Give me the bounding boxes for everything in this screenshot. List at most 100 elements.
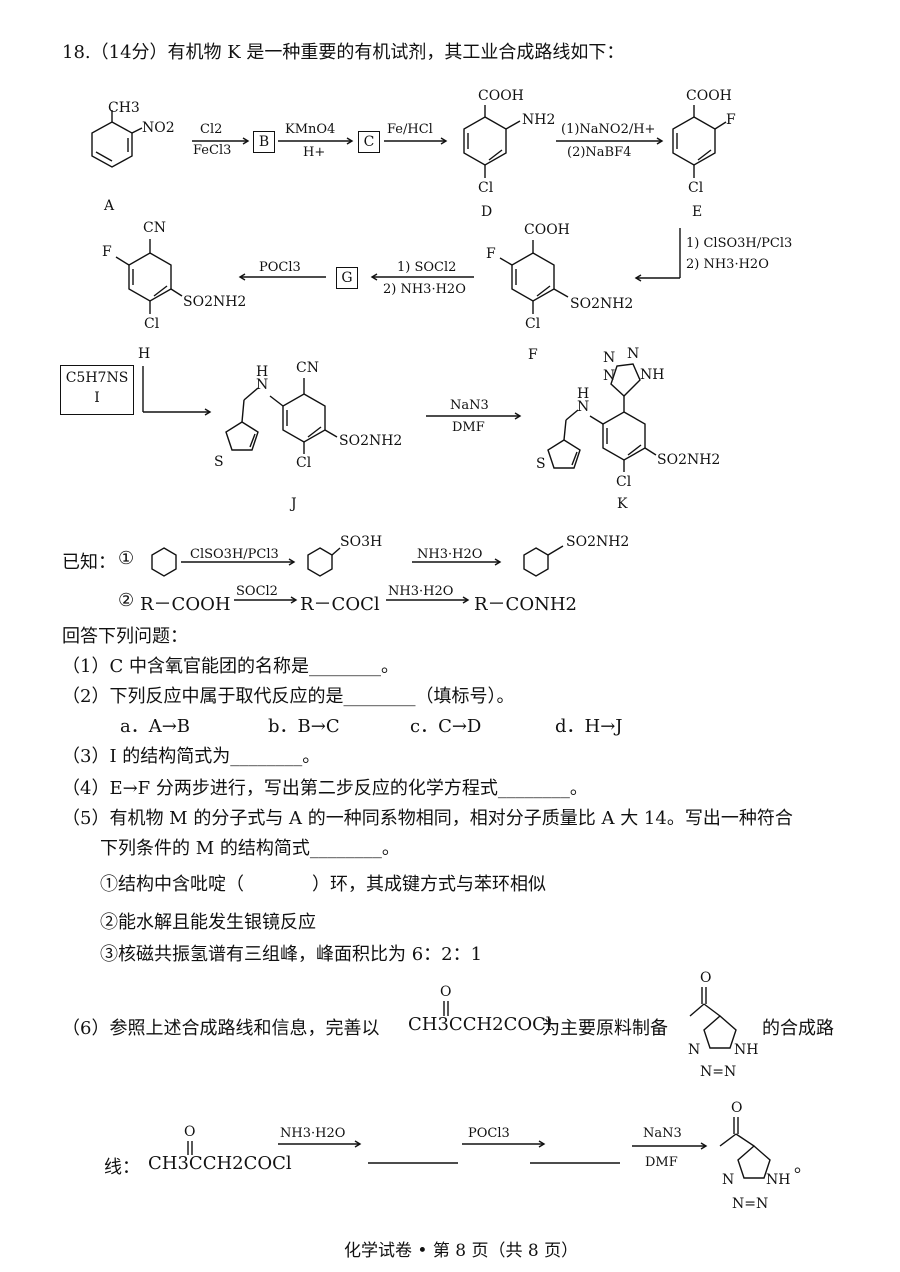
- r7-top: POCl3: [259, 260, 301, 275]
- E-f: F: [726, 112, 736, 128]
- D-cl: Cl: [478, 180, 494, 196]
- A-label: A: [104, 198, 115, 214]
- question-number: 18.: [62, 42, 91, 63]
- F-so2nh2: SO2NH2: [570, 296, 634, 312]
- r8-top: NaN3: [450, 398, 489, 413]
- target1-nn: N=N: [700, 1064, 737, 1080]
- known2-end: R－CONH2: [474, 594, 577, 615]
- F-cooh: COOH: [524, 222, 570, 238]
- q6-line-label: 线：: [104, 1157, 140, 1178]
- r5-line2: 2) NH3·H2O: [686, 257, 769, 272]
- K-cl: Cl: [616, 474, 632, 490]
- I-label: I: [94, 390, 100, 406]
- F-cl: Cl: [525, 316, 541, 332]
- q2-option-c: c．C→D: [410, 716, 482, 737]
- K-n2: N: [627, 346, 640, 362]
- known-prefix: 已知：: [62, 552, 116, 573]
- J-label: J: [291, 496, 297, 512]
- E-benzene-ring: [672, 116, 716, 166]
- A-ch3: CH3: [108, 100, 140, 116]
- q5-cond1a: ①结构中含吡啶（: [100, 874, 244, 895]
- K-so2nh2: SO2NH2: [657, 452, 721, 468]
- r1-bottom: FeCl3: [193, 143, 232, 158]
- known1-prod: SO3H: [340, 534, 383, 550]
- q5-line1: （5）有机物 M 的分子式与 A 的一种同系物相同，相对分子质量比 A 大 14…: [62, 808, 793, 829]
- H-so2nh2: SO2NH2: [183, 294, 247, 310]
- q2-option-a: a．A→B: [120, 716, 191, 737]
- J-so2nh2: SO2NH2: [339, 433, 403, 449]
- J-thiophene-ring: [225, 421, 259, 451]
- D-benzene-ring: [463, 116, 507, 166]
- target1-tetrazole-ring: [703, 1015, 737, 1049]
- r3-top: Fe/HCl: [387, 122, 433, 137]
- target1-nh: NH: [734, 1042, 759, 1058]
- known1-benzene-a: [151, 547, 177, 577]
- F-f: F: [486, 246, 496, 262]
- q6-route-r3: NaN3: [643, 1126, 682, 1141]
- r6-line1: 1) SOCl2: [397, 260, 457, 275]
- known-circle1: ①: [118, 548, 135, 569]
- q6-part2: 为主要原料制备: [542, 1018, 668, 1039]
- r4-top: (1)NaNO2/H+: [561, 122, 656, 137]
- q3: （3）I 的结构简式为________。: [62, 746, 321, 767]
- H-cl: Cl: [144, 316, 160, 332]
- K-benzene-ring: [602, 411, 646, 461]
- q6-route-end: 。: [794, 1156, 812, 1177]
- target2-tetrazole-ring: [737, 1145, 771, 1179]
- page-footer: 化学试卷 • 第 8 页（共 8 页）: [344, 1241, 579, 1261]
- q6-route-o: O: [184, 1124, 196, 1140]
- K-s: S: [536, 456, 546, 472]
- q1: （1）C 中含氧官能团的名称是________。: [62, 656, 399, 677]
- q6-route-r3b: DMF: [645, 1155, 678, 1170]
- q6-route-r1: NH3·H2O: [280, 1126, 346, 1141]
- I-formula: C5H7NS: [65, 370, 129, 386]
- target1-n: N: [688, 1042, 701, 1058]
- C-box: C: [358, 131, 380, 153]
- q4: （4）E→F 分两步进行，写出第二步反应的化学方程式________。: [62, 778, 588, 799]
- target2-nh: NH: [766, 1172, 791, 1188]
- q2-option-d: d．H→J: [555, 716, 623, 737]
- known1-prod2: SO2NH2: [566, 534, 630, 550]
- known1-reagent2: NH3·H2O: [417, 547, 483, 562]
- q5-cond1b: ）环，其成键方式与苯环相似: [312, 874, 546, 895]
- target1-o: O: [700, 970, 712, 986]
- question-score: （14分）: [90, 42, 168, 63]
- F-benzene-ring: [511, 252, 555, 302]
- H-label: H: [138, 346, 151, 362]
- H-f: F: [102, 244, 112, 260]
- q5-cond2: ②能水解且能发生银镜反应: [100, 912, 316, 933]
- q2: （2）下列反应中属于取代反应的是________（填标号）。: [62, 686, 515, 707]
- r1-top: Cl2: [200, 122, 223, 137]
- H-benzene-ring: [128, 252, 172, 302]
- question-intro: 有机物 K 是一种重要的有机试剂，其工业合成路线如下：: [167, 42, 625, 63]
- q5-cond3: ③核磁共振氢谱有三组峰，峰面积比为 6：2：1: [100, 944, 483, 965]
- question-header: 18.（14分）有机物 K 是一种重要的有机试剂，其工业合成路线如下：: [62, 38, 624, 64]
- r4-bottom: (2)NaBF4: [567, 145, 632, 160]
- known1-reagent: ClSO3H/PCl3: [190, 547, 279, 562]
- F-label: F: [528, 347, 538, 363]
- J-benzene-ring: [282, 393, 326, 443]
- questions-intro: 回答下列问题：: [62, 626, 188, 647]
- q5-line2: 下列条件的 M 的结构简式________。: [100, 838, 400, 859]
- known1-benzene-c: [523, 547, 549, 577]
- K-thiophene-ring: [547, 439, 581, 469]
- known2-mid: R－COCl: [300, 594, 380, 615]
- I-box: C5H7NS I: [60, 365, 134, 415]
- B-box: B: [253, 131, 275, 153]
- J-cl: Cl: [296, 455, 312, 471]
- target2-n: N: [722, 1172, 735, 1188]
- r6-line2: 2) NH3·H2O: [383, 282, 466, 297]
- target2-o: O: [731, 1100, 743, 1116]
- E-cooh: COOH: [686, 88, 732, 104]
- H-cn: CN: [143, 220, 166, 236]
- A-no2: NO2: [142, 120, 175, 136]
- D-label: D: [481, 204, 493, 220]
- known-circle2: ②: [118, 590, 135, 611]
- r8-bottom: DMF: [452, 420, 485, 435]
- K-n1: N: [603, 350, 616, 366]
- q6-carbonyl-o: O: [440, 984, 452, 1000]
- known2-start: R－COOH: [140, 594, 231, 615]
